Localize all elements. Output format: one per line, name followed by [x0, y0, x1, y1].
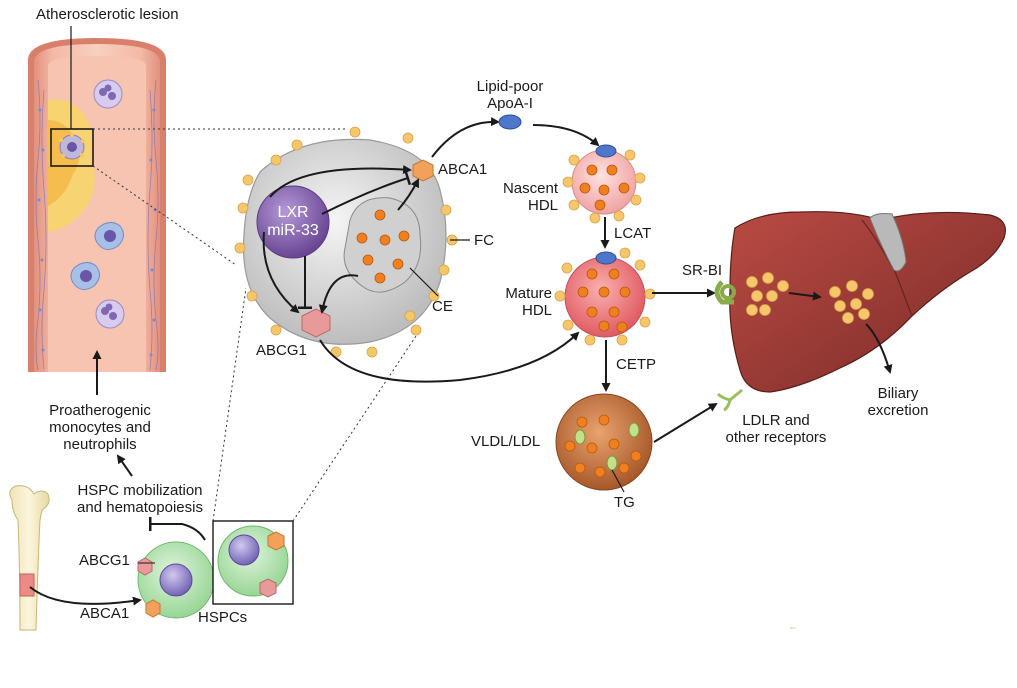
hspc-cell: [137, 541, 215, 619]
bone: [9, 485, 50, 631]
hspc-mobilization-label: HSPC mobilization and hematopoiesis: [77, 482, 203, 516]
mature-hdl-label: Mature HDL: [505, 285, 552, 319]
abca1-transporter: [412, 159, 434, 182]
vldl-ldl: [555, 393, 653, 491]
lipid-poor-apoa1-label: Lipid-poor ApoA-I: [476, 78, 544, 112]
hspc-zoom: [212, 520, 294, 605]
tg-label: TG: [614, 494, 635, 511]
abca1-hspc-label: ABCA1: [80, 605, 130, 622]
abca1-label: ABCA1: [438, 161, 488, 178]
nascent-hdl: [562, 144, 646, 224]
monocyte-icon: [70, 262, 100, 290]
ldlr-label: LDLR and other receptors: [725, 412, 827, 446]
proatherogenic-cells-label: Proatherogenic monocytes and neutrophils: [49, 402, 151, 453]
nascent-hdl-label: Nascent HDL: [502, 180, 558, 214]
lxr-mir33-label: LXR miR-33: [267, 204, 319, 239]
sr-bi-label: SR-BI: [682, 262, 723, 279]
blood-cell: [93, 79, 123, 109]
fc-label: FC: [474, 232, 494, 249]
ce-dots: [356, 209, 410, 284]
apoa1-lipid-poor: [498, 114, 522, 130]
cetp-label: CETP: [616, 356, 657, 373]
monocyte-icon: [94, 222, 124, 250]
abcg1-hspc-label: ABCG1: [79, 552, 130, 569]
biliary-excretion-label: Biliary excretion: [867, 385, 929, 419]
ldlr-receptor: [716, 388, 743, 412]
abcg1-label: ABCG1: [256, 342, 307, 359]
atherosclerotic-lesion-label: Atherosclerotic lesion: [36, 6, 179, 23]
lxr-nucleus: [256, 185, 330, 259]
lipid-droplet: [343, 197, 422, 293]
vldl-ldl-label: VLDL/LDL: [471, 433, 541, 450]
neutrophil-icon: [95, 299, 125, 329]
lcat-label: LCAT: [614, 225, 652, 242]
sr-bi-receptor: [714, 280, 736, 305]
fc-dots: [234, 126, 458, 358]
liver: [729, 211, 1006, 393]
lesion-zoom-box: [50, 128, 94, 167]
ce-label: CE: [432, 298, 453, 315]
mature-hdl: [554, 247, 656, 346]
macrophage: [234, 126, 458, 358]
hspcs-label: HSPCs: [198, 609, 248, 626]
abcg1-transporter: [301, 308, 331, 338]
artery: [28, 26, 166, 372]
